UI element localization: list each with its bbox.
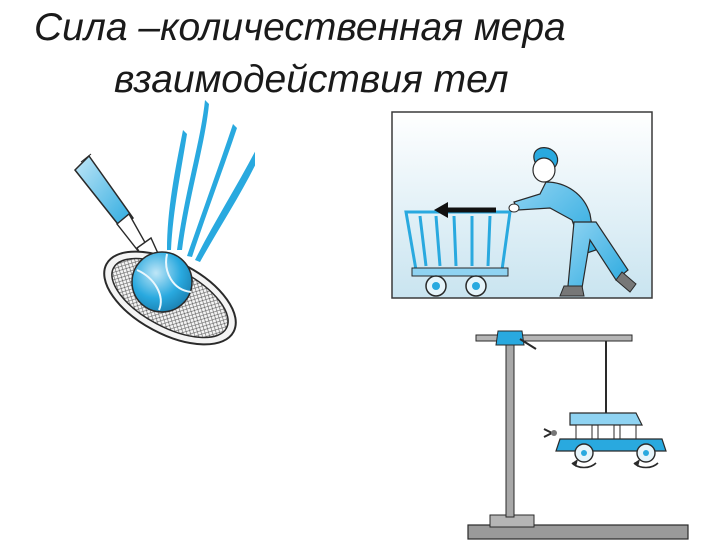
worker-cart-panel bbox=[391, 111, 653, 299]
lab-stand-illustration bbox=[467, 330, 689, 540]
worker-pushing-icon bbox=[508, 147, 637, 297]
rotation-arrows bbox=[571, 459, 659, 469]
slide-title: Сила –количественная мера взаимодействия… bbox=[0, 2, 720, 106]
racket-handle bbox=[73, 153, 162, 267]
title-line-1: Сила –количественная мера bbox=[34, 6, 566, 49]
motion-streaks bbox=[167, 100, 255, 262]
lab-stand-icon bbox=[467, 330, 689, 540]
push-direction-arrow bbox=[434, 202, 496, 218]
push-cart-icon bbox=[404, 210, 512, 297]
tennis-racket-illustration bbox=[73, 100, 255, 346]
tennis-ball-icon bbox=[131, 251, 193, 313]
title-line-2: взаимодействия тел bbox=[114, 58, 509, 101]
toy-car-icon bbox=[543, 412, 667, 463]
